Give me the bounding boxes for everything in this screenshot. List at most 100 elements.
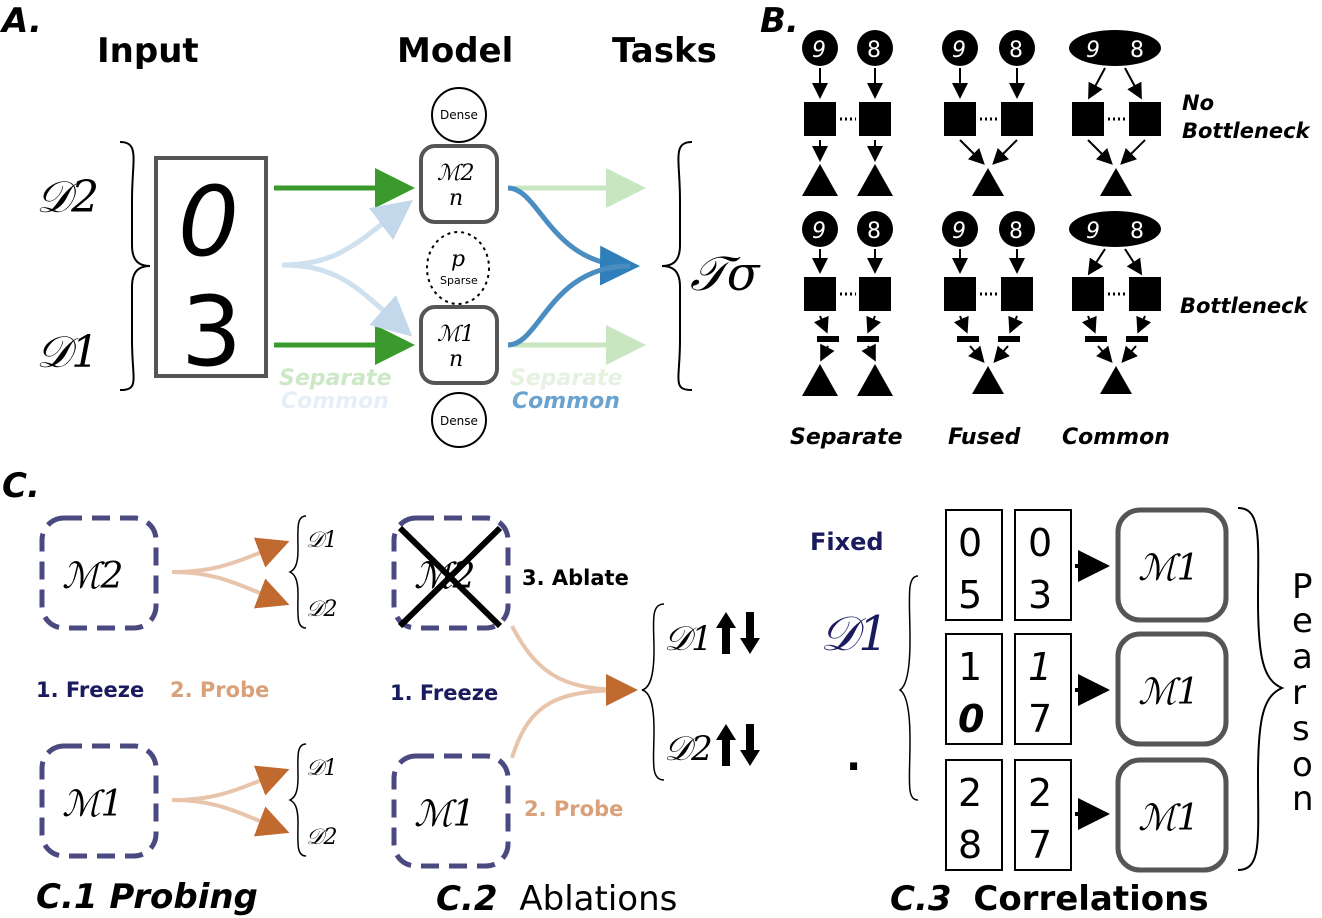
input-digit: 9 [812, 38, 826, 63]
input-node [999, 30, 1035, 66]
c2-brace [641, 603, 665, 781]
edge [1088, 67, 1106, 100]
arrow-m1-common [507, 263, 631, 348]
edge [820, 343, 835, 362]
fused-bottleneck: 9 8 [942, 211, 1035, 394]
bottleneck-bar [998, 336, 1020, 342]
output-node [1100, 168, 1132, 196]
c1-m2-box [39, 515, 159, 631]
digit-card [945, 509, 1003, 621]
c3-title-prefix: C.3 [890, 879, 952, 918]
module-node [944, 102, 976, 136]
input-node [857, 211, 893, 247]
no-bottleneck-label-line2: Bottleneck [1182, 119, 1312, 143]
model-m1-top: ℳ1 [437, 322, 475, 347]
input-digit: 9 [1086, 38, 1100, 63]
c3-correlations: Fixed 𝒟1 · 0 5 0 3 ℳ1 1 0 1 7 [810, 507, 1314, 918]
c2-title-prefix: C.2 [436, 879, 498, 918]
output-node [972, 366, 1004, 394]
edge [866, 315, 882, 334]
model-m2-n: n [449, 186, 463, 211]
c2-title: C.2 Ablations [436, 879, 677, 918]
c2-ablations: ℳ2 3. Ablate 1. Freeze ℳ1 2. Probe 𝒟1 𝒟2… [390, 515, 760, 918]
pearson-letter: r [1292, 673, 1306, 713]
input-node [857, 30, 893, 66]
edge [953, 315, 969, 334]
input-node [1069, 211, 1161, 247]
c2-d1: 𝒟1 [664, 619, 713, 659]
output-node [1100, 366, 1132, 394]
pearson-letter: s [1292, 709, 1310, 749]
model-m1-box [419, 305, 499, 385]
c1-brace-bottom [288, 743, 307, 857]
ablate-cross-line-2 [397, 525, 503, 629]
c3-d1-label: 𝒟1 [820, 606, 889, 662]
c1-m2-label: ℳ2 [62, 556, 123, 597]
digit: 8 [958, 823, 982, 867]
c1-bottom-d2: 𝒟2 [306, 825, 338, 850]
c1-probe-arrow-bottom-d2 [171, 798, 290, 837]
panel-a-label: A. [0, 1, 42, 41]
input-digit: 8 [1009, 38, 1023, 63]
model-header: Model [397, 31, 513, 71]
d2-label: 𝒟2 [36, 172, 99, 223]
c3-model-label: ℳ1 [1138, 548, 1199, 589]
c2-d2-down-arrow [740, 724, 760, 766]
output-node [857, 364, 893, 396]
c2-m1-label: ℳ1 [414, 794, 475, 835]
edge [1121, 345, 1138, 364]
c2-probe-arrow-from-m2 [510, 625, 631, 692]
pearson-letter: a [1292, 637, 1313, 677]
digit: 0 [958, 521, 982, 565]
input-node [942, 30, 978, 66]
input-node [999, 211, 1035, 247]
c1-probe-label: 2. Probe [170, 678, 269, 702]
input-digit-box [154, 156, 268, 378]
digit-card [1014, 759, 1072, 871]
common-bottleneck: 9 8 [1069, 211, 1161, 394]
tasks-header: Tasks [612, 31, 717, 71]
input-digit: 8 [1009, 219, 1023, 244]
output-node [802, 164, 838, 196]
edge [1136, 315, 1152, 334]
column-label-fused: Fused [948, 425, 1021, 450]
module-node [1072, 277, 1104, 311]
module-node [804, 102, 836, 136]
dense-label-top: Dense [440, 108, 478, 122]
c3-fixed-label: Fixed [810, 528, 884, 556]
edge [1087, 248, 1106, 276]
c2-ablate-label: 3. Ablate [522, 566, 629, 590]
input-digit-bottom: 3 [181, 276, 242, 388]
c3-title: C.3 Correlations [890, 879, 1209, 918]
c1-probing: ℳ2 𝒟1 𝒟2 1. Freeze 2. Probe ℳ1 𝒟1 𝒟2 C.1… [36, 515, 338, 917]
c1-title: C.1 Probing [36, 877, 258, 917]
c1-probe-arrow-bottom-d1 [171, 765, 290, 802]
pearson-letter: n [1292, 779, 1314, 819]
digit: 1 [958, 645, 982, 689]
c2-m1-box [391, 753, 511, 869]
c3-model-box [1115, 631, 1229, 747]
input-digit: 8 [1130, 38, 1144, 63]
c2-probe-arrow-from-m1 [510, 674, 638, 759]
output-node [857, 164, 893, 196]
bottleneck-label: Bottleneck [1180, 294, 1310, 318]
p-label: p [451, 247, 465, 272]
c3-right-brace [1237, 507, 1285, 871]
input-digit: 8 [1130, 219, 1144, 244]
module-node [944, 277, 976, 311]
digit: 0 [1028, 521, 1052, 565]
digit-card [945, 759, 1003, 871]
pearson-label: P e a r s o n [1292, 567, 1314, 819]
column-label-separate: Separate [790, 425, 903, 450]
module-node [1129, 277, 1161, 311]
c3-model-box [1115, 757, 1229, 873]
c1-top-d1: 𝒟1 [306, 528, 338, 553]
panel-c: C. ℳ2 𝒟1 𝒟2 1. Freeze 2. Probe ℳ1 𝒟1 𝒟2 … [2, 466, 1314, 918]
module-node [1001, 277, 1033, 311]
c1-m1-box [39, 743, 159, 859]
edge [1120, 139, 1146, 165]
output-node [802, 364, 838, 396]
arrow-common-to-m1 [281, 262, 413, 337]
module-node [1072, 102, 1104, 136]
c1-top-d2: 𝒟2 [306, 597, 338, 622]
